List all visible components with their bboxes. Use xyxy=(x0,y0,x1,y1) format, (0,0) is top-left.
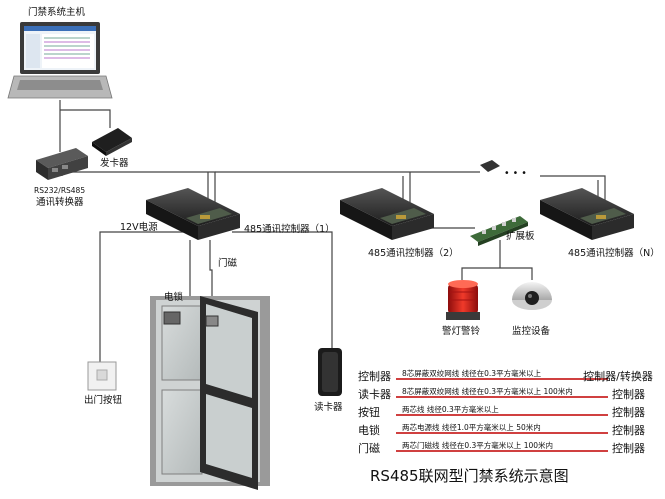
bus-dots: • • • xyxy=(504,168,527,179)
legend-device: 门磁 xyxy=(358,441,380,455)
converter-icon xyxy=(36,148,88,180)
legend-target: 控制器/转换器 xyxy=(583,369,653,383)
legend-row: 电锁 两芯电源线 线径1.0平方毫米以上 50米内 控制器 xyxy=(358,422,645,437)
dome-camera-icon xyxy=(512,282,552,310)
controller-icon xyxy=(340,188,434,240)
controller-icon xyxy=(540,188,634,240)
legend-spec: 两芯线 线径0.3平方毫米以上 xyxy=(402,404,499,414)
alarm-light-icon xyxy=(446,280,480,320)
legend-device: 按钮 xyxy=(358,405,380,419)
exit-button-icon xyxy=(87,361,117,391)
expansion-board-label: 扩展板 xyxy=(506,230,535,242)
legend-target: 控制器 xyxy=(612,405,645,419)
wire-c1-card-reader xyxy=(232,231,333,348)
controller-icon xyxy=(146,188,240,240)
controller-1-label: 485通讯控制器（1） xyxy=(244,223,335,235)
converter-label-2: 通讯转换器 xyxy=(36,196,84,208)
legend-row: 按钮 两芯线 线径0.3平方毫米以上 控制器 xyxy=(358,404,645,419)
legend-spec: 8芯屏蔽双绞网线 线径在0.3平方毫米以上 xyxy=(402,368,542,378)
laptop-icon xyxy=(7,22,113,99)
legend-target: 控制器 xyxy=(612,441,645,455)
legend-spec: 两芯电源线 线径1.0平方毫米以上 50米内 xyxy=(402,422,541,432)
wire-power-12v xyxy=(99,231,188,362)
controller-n-label: 485通讯控制器（N） xyxy=(568,247,660,259)
legend-spec: 8芯屏蔽双绞网线 线径在0.3平方毫米以上 100米内 xyxy=(402,386,573,396)
legend-row: 读卡器 8芯屏蔽双绞网线 线径在0.3平方毫米以上 100米内 控制器 xyxy=(358,386,645,401)
door-icon xyxy=(150,296,270,490)
card-reader-label: 读卡器 xyxy=(314,401,343,413)
expansion-board-icon xyxy=(470,216,528,246)
controller-2-label: 485通讯控制器（2） xyxy=(368,247,459,259)
alarm-light-label: 警灯警铃 xyxy=(442,325,481,337)
host-label: 门禁系统主机 xyxy=(28,6,86,18)
legend-row: 控制器 8芯屏蔽双绞网线 线径在0.3平方毫米以上 控制器/转换器 xyxy=(358,368,653,383)
wire-c1-magnet xyxy=(209,240,213,300)
electric-lock-label: 电锁 xyxy=(164,291,184,303)
wire-bus-to-cn xyxy=(540,175,606,211)
legend-target: 控制器 xyxy=(612,423,645,437)
legend-device: 控制器 xyxy=(358,369,391,383)
legend-target: 控制器 xyxy=(612,387,645,401)
wire-expansion-devices xyxy=(461,240,533,280)
legend-device: 读卡器 xyxy=(358,387,391,401)
wire-host-card-issuer xyxy=(60,109,111,128)
legend-row: 门磁 两芯门磁线 线径在0.3平方毫米以上 100米内 控制器 xyxy=(358,440,645,455)
legend-spec: 两芯门磁线 线径在0.3平方毫米以上 100米内 xyxy=(402,440,553,450)
door-magnet-label: 门磁 xyxy=(218,257,238,269)
card-reader-icon xyxy=(318,348,342,396)
monitor-label: 监控设备 xyxy=(512,325,551,337)
card-issuer-label: 发卡器 xyxy=(100,157,129,169)
card-issuer-icon xyxy=(92,128,132,156)
legend-device: 电锁 xyxy=(358,423,380,437)
exit-button-label: 出门按钮 xyxy=(84,394,123,406)
diagram-title: RS485联网型门禁系统示意图 xyxy=(370,467,569,485)
power-12v-label: 12V电源 xyxy=(120,221,158,233)
converter-label-1: RS232/RS485 xyxy=(34,186,85,195)
bus-connector-icon xyxy=(480,160,500,172)
